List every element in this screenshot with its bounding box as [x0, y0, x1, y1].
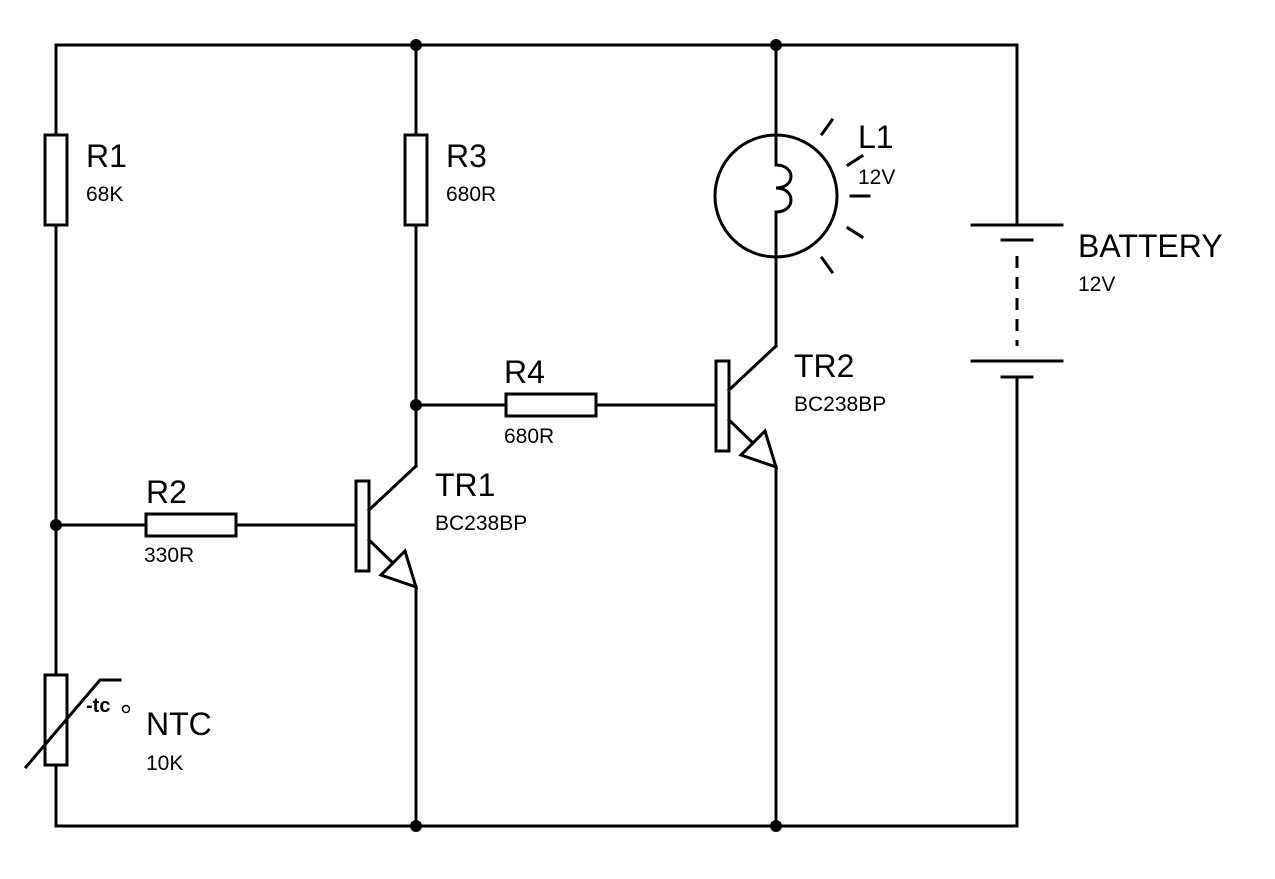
resistor-r3: R3 680R	[403, 133, 496, 227]
transistor-tr1-value: BC238BP	[435, 512, 527, 535]
thermistor-ntc-slash	[23, 678, 122, 770]
light-ray-icon	[819, 117, 835, 137]
transistor-tr2-collector-lead	[726, 343, 779, 393]
junction-dot	[410, 820, 422, 832]
transistor-tr1-name: TR1	[435, 467, 495, 503]
lamp-l1: L1 12V	[713, 117, 895, 275]
transistor-tr1-emitter-arrow	[378, 548, 419, 590]
wires	[54, 43, 1019, 828]
resistor-r3-body	[403, 133, 429, 227]
junction-dot	[770, 820, 782, 832]
transistor-tr1-emitter-lead	[366, 537, 396, 566]
junction-dot	[50, 519, 62, 531]
resistor-r1: R1 68K	[43, 133, 127, 227]
transistor-tr2: TR2 BC238BP	[714, 343, 886, 470]
resistor-r3-value: 680R	[446, 183, 496, 206]
transistor-tr2-emitter-lead	[726, 417, 756, 446]
resistor-r3-name: R3	[446, 138, 487, 174]
resistor-r4-value: 680R	[504, 425, 554, 448]
transistor-tr2-name: TR2	[794, 348, 854, 384]
junctions	[50, 39, 782, 832]
junction-dot	[410, 399, 422, 411]
transistor-tr2-value: BC238BP	[794, 393, 886, 416]
thermistor-ntc-value: 10K	[146, 752, 183, 775]
light-ray-icon	[845, 225, 865, 240]
transistor-tr1-base-bar	[354, 479, 371, 573]
lamp-l1-name: L1	[858, 119, 894, 155]
resistor-r2-value: 330R	[144, 544, 194, 567]
thermistor-ntc-name: NTC	[146, 706, 212, 742]
transistor-tr1-collector-lead	[366, 463, 419, 513]
lamp-l1-value: 12V	[858, 166, 895, 189]
transistor-tr1: TR1 BC238BP	[354, 463, 527, 590]
degree-icon	[121, 704, 131, 714]
transistor-tr2-base-bar	[714, 359, 731, 453]
resistor-r1-value: 68K	[86, 183, 123, 206]
battery-value: 12V	[1078, 273, 1115, 296]
transistor-tr2-emitter-arrow	[738, 428, 779, 470]
resistor-r2-name: R2	[146, 474, 187, 510]
resistor-r4: R4 680R	[504, 354, 598, 448]
light-ray-icon	[819, 255, 835, 275]
resistor-r1-name: R1	[86, 138, 127, 174]
junction-dot	[410, 39, 422, 51]
battery-name: BATTERY	[1078, 228, 1223, 264]
thermistor-ntc-symbol-label: -tc	[86, 695, 110, 717]
resistor-r4-name: R4	[504, 354, 545, 390]
resistor-r1-body	[43, 133, 69, 227]
resistor-r2-body	[144, 512, 238, 538]
filament-icon	[774, 163, 793, 214]
thermistor-ntc: -tc NTC 10K	[23, 673, 212, 775]
light-ray-icon	[845, 153, 865, 168]
resistor-r2: R2 330R	[144, 474, 238, 567]
thermistor-ntc-body	[43, 673, 69, 767]
junction-dot	[770, 39, 782, 51]
battery: BATTERY 12V	[970, 223, 1223, 379]
resistor-r4-body	[504, 392, 598, 418]
